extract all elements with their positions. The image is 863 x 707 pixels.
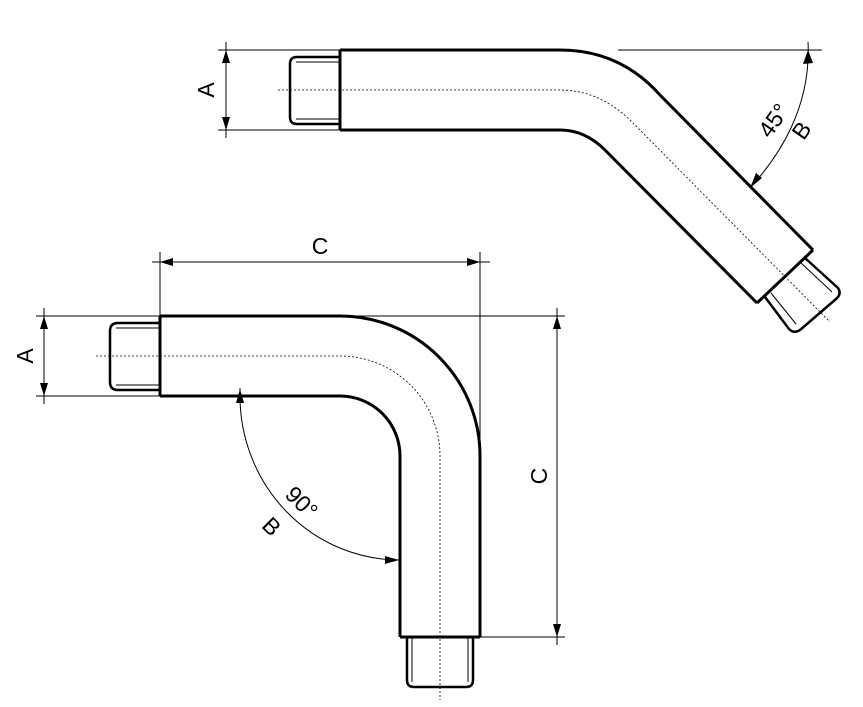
bend-90-tube-inner-edge [160,394,402,637]
dim-a-lower-label: A [12,348,38,364]
dim-b-lower-label: B [257,512,286,541]
dim-a-upper-label: A [193,82,219,98]
bend-90-thread-end-left [108,321,160,392]
bend-45-thread-end-right [764,257,841,333]
dim-c-horizontal-label: C [312,233,329,259]
dim-b-upper-label: B [786,117,816,144]
dimension-angle-90: 90° B [236,388,401,564]
bend-45-part [278,48,841,333]
bend-45-centerline [278,89,831,323]
bend-45-tube-bottom-edge [340,128,759,305]
bend-90-centerline [96,355,441,700]
bend-45-thread-line-b [770,292,797,325]
bend-90-tube-outer-edge [160,314,482,637]
bend-45-thread-end [288,55,340,126]
dimension-c-horizontal: C [152,233,490,456]
bend-45-thread-line-a [799,261,833,293]
dimension-angle-45: 45° B [618,41,822,189]
dimension-a-upper: A [193,42,340,138]
bend-90-part [96,314,482,700]
bend-45-tube-top-edge [340,48,815,252]
dimension-a-lower: A [12,308,160,404]
dim-c-vertical-label: C [526,468,552,485]
bend-90-thread-end-bottom [405,637,475,689]
dimension-c-vertical: C [340,308,565,645]
angle-45-label: 45° [753,99,794,142]
angle-90-label: 90° [280,481,323,524]
